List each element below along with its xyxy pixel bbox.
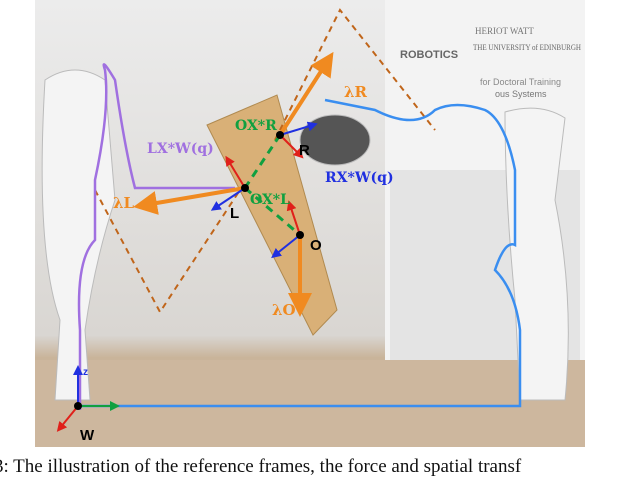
figure-caption: 3: The illustration of the reference fra… — [0, 456, 522, 477]
figure-photo: ROBOTICS HERIOT WATT THE UNIVERSITY of E… — [35, 0, 585, 447]
force-arrows — [133, 51, 334, 317]
poster-systems: ous Systems — [495, 89, 547, 99]
label-o: O — [310, 237, 322, 254]
poster-edinburgh: THE UNIVERSITY of EDINBURGH — [473, 43, 581, 52]
label-lambda-o: λO — [272, 301, 296, 319]
label-r: R — [299, 142, 310, 159]
label-lambda-r: λR — [344, 83, 368, 101]
poster-text: ROBOTICS HERIOT WATT THE UNIVERSITY of E… — [400, 26, 581, 99]
frame-origins — [74, 131, 304, 410]
poster-robotics: ROBOTICS — [400, 49, 458, 61]
label-w: W — [80, 427, 95, 444]
dashed-triangles — [94, 8, 436, 314]
right-arm-path — [80, 98, 522, 408]
label-r-x-w: RX*W(q) — [325, 170, 394, 186]
label-l: L — [230, 205, 239, 222]
label-z-world: z — [83, 367, 88, 378]
label-l-x-w: LX*W(q) — [147, 141, 214, 157]
coordinate-frames — [56, 121, 318, 432]
table — [35, 360, 585, 447]
poster-cdt: for Doctoral Training — [480, 77, 561, 87]
left-arm-path — [77, 63, 235, 410]
label-lambda-l: λL — [113, 194, 135, 212]
label-o-x-l: OX*L — [250, 192, 290, 208]
poster-heriot: HERIOT WATT — [475, 26, 534, 36]
label-o-x-r: OX*R — [235, 118, 277, 134]
frame-links — [243, 134, 301, 237]
wooden-box — [206, 94, 338, 336]
